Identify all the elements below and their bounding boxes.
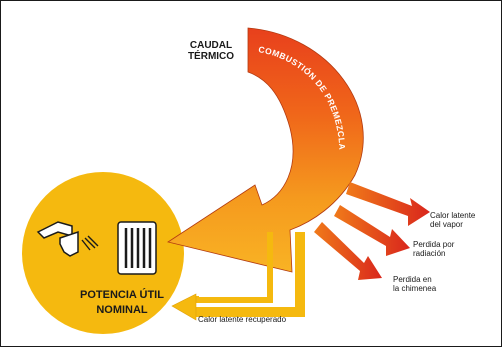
caudal-line-1: CAUDAL (189, 40, 233, 51)
recovered-arrowhead (171, 293, 197, 321)
loss-vapor-line-1: Calor latente (430, 211, 476, 220)
tap-icon (36, 221, 99, 257)
loss-vapor-label: Calor latente del vapor (430, 211, 500, 229)
loss-arrow-radiation (334, 205, 410, 256)
caudal-termico-label: CAUDAL TÉRMICO (180, 40, 242, 62)
loss-radiation-line-1: Perdida por (413, 240, 455, 249)
loss-chimney-line-1: Perdida en (393, 275, 432, 284)
loss-arrow-chimney (314, 222, 382, 280)
radiator-icon (117, 221, 157, 275)
output-circle (22, 172, 184, 334)
loss-chimney-label: Perdida en la chimenea (393, 275, 488, 293)
loss-radiation-label: Perdida por radiación (413, 240, 498, 258)
recovered-loop-outline (196, 232, 305, 317)
loss-arrow-vapor (346, 182, 430, 226)
loss-vapor-line-2: del vapor (430, 220, 463, 229)
recovered-heat-label: Calor latente recuperado (198, 315, 287, 324)
potencia-util-label: POTENCIA ÚTIL NOMINAL (62, 288, 182, 318)
caudal-line-2: TÉRMICO (187, 51, 235, 62)
main-flow-arrow (167, 27, 364, 273)
loss-radiation-line-2: radiación (413, 249, 446, 258)
potencia-line-1: POTENCIA ÚTIL (80, 289, 164, 301)
potencia-line-2: NOMINAL (96, 304, 148, 316)
loss-chimney-line-2: la chimenea (393, 284, 437, 293)
